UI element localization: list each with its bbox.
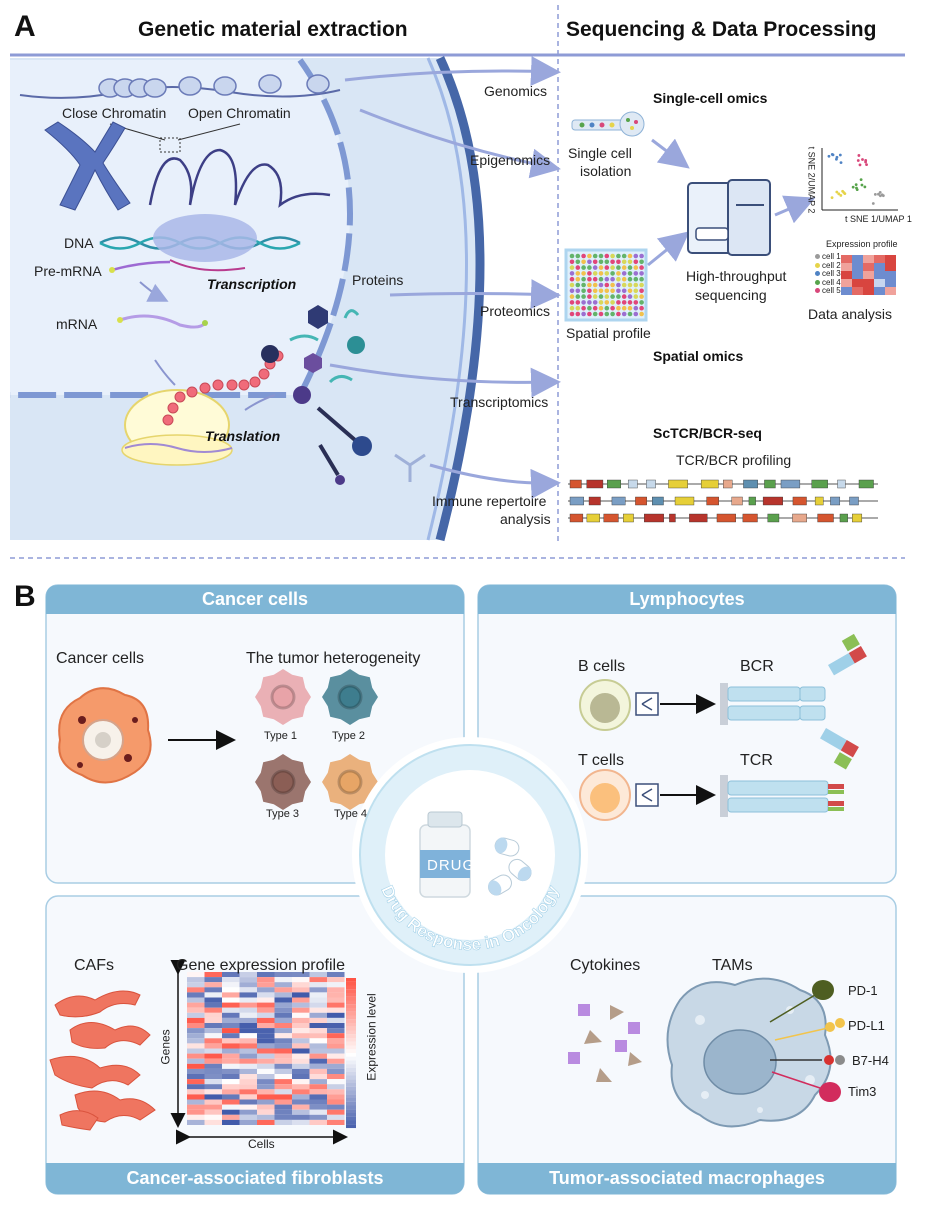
mrna-label: mRNA [56,316,98,332]
cell-legend-item: cell 4 [815,278,841,287]
marker-label: B7-H4 [852,1053,889,1068]
marker-label: PD-L1 [848,1018,885,1033]
b-cells-label: B cells [578,658,626,675]
rna-polymerase [153,214,257,262]
nuclear-envelope [10,58,353,398]
quad-tam-box [477,895,897,1195]
nucleosomes [98,74,330,98]
chromosome [44,121,131,211]
spatial-profile-label: Spatial profile [566,325,651,341]
drug-label: DRUG [427,857,476,874]
quad-tam-title: Tumor-associated macrophages [549,1168,825,1188]
tumor-type-label: Type 3 [266,808,300,820]
cafs-label: CAFs [74,957,114,974]
tsne-x-label: t SNE 1/UMAP 1 [845,214,912,224]
cell-legend-item: cell 2 [815,261,841,270]
panel-b-letter: B [14,580,36,613]
tsne-plot [821,148,898,211]
transcriptomics-label: Transcriptomics [450,394,549,410]
drug-center-graphic: Drug Response in Oncology [352,737,588,973]
caf-graphic [49,990,156,1131]
immune-analysis-label: analysis [500,511,551,527]
sequencer-graphic [687,179,771,256]
spatial-dots [569,253,644,317]
tumor-type-label: Type 2 [332,730,366,742]
b-cell-graphic [579,633,867,770]
spatial-omics-label: Spatial omics [653,348,744,364]
tam-graphic [666,977,845,1128]
expression-colorbar [346,978,356,1129]
immune-repertoire-label: Immune repertoire [432,493,547,509]
t-cell-graphic [579,769,844,821]
translation-label: Translation [205,428,281,444]
htseq-line2: sequencing [695,287,767,303]
gep-label: Gene expression profile [176,957,345,974]
left-header: Genetic material extraction [138,18,408,41]
ring-text: Drug Response in Oncology [377,882,563,954]
t-cells-label: T cells [578,752,624,769]
cell-legend-item: cell 5 [815,286,841,295]
data-analysis-label: Data analysis [808,306,893,322]
heterogeneity-label: The tumor heterogeneity [246,650,421,667]
sctcr-label: ScTCR/BCR-seq [653,425,762,441]
marker-label: PD-1 [848,983,878,998]
protein-shapes [261,305,426,485]
cell-membrane [435,56,485,542]
tumor-type-label: Type 1 [264,730,298,742]
quad-cancer-box [45,584,465,884]
open-chromatin-label: Open Chromatin [188,105,291,121]
expression-profile-label: Expression profile [826,239,898,249]
single-cell-isolation-graphic [571,111,645,137]
marker-label: Tim3 [848,1084,877,1099]
omics-arrows [329,56,561,499]
panel-a-letter: A [14,10,36,43]
quad-lymph-box [477,584,897,884]
cytokines-graphic [568,1004,642,1082]
tcr-bcr-tracks [568,479,878,523]
pre-mrna-label: Pre-mRNA [34,263,102,279]
cancer-cells-label: Cancer cells [56,650,145,667]
genomics-label: Genomics [484,83,548,99]
proteins-label: Proteins [352,272,404,288]
expression-heatmap-mini [841,255,896,295]
single-cell-line1: Single cell [568,145,632,161]
gene-expression-heatmap [187,972,345,1125]
close-chromatin-label: Close Chromatin [62,105,167,121]
single-cell-omics-label: Single-cell omics [653,90,768,106]
tams-label: TAMs [712,957,753,974]
quad-caf-title: Cancer-associated fibroblasts [126,1168,384,1188]
quad-cancer-title: Cancer cells [201,589,309,609]
cell-legend-item: cell 1 [815,252,841,261]
panel-a-graphics [10,5,905,559]
proteomics-label: Proteomics [480,303,551,319]
right-header: Sequencing & Data Processing [566,18,877,41]
expression-level-label: Expression level [364,993,379,1081]
cell-legend-item: cell 3 [815,269,841,278]
cells-axis-label: Cells [248,1137,275,1151]
tcr-label: TCR [740,752,773,769]
genes-axis-label: Genes [158,1029,173,1065]
tsne-y-label: t SNE 2/UMAP 2 [806,146,817,214]
transcription-label: Transcription [207,276,297,292]
epigenomics-label: Epigenomics [470,152,551,168]
bcr-label: BCR [740,658,774,675]
tumor-type-label: Type 4 [334,808,368,820]
peptide-chain [162,350,284,426]
svg-text:Drug Response in Oncology: Drug Response in Oncology [377,882,562,954]
cancer-cell-graphic [58,687,152,784]
quad-lymph-title: Lymphocytes [629,589,745,609]
cytokines-label: Cytokines [570,957,641,974]
tcr-profiling-label: TCR/BCR profiling [676,452,792,468]
htseq-line1: High-throughput [686,268,787,284]
single-cell-line2: isolation [580,163,632,179]
dna-label: DNA [64,235,94,251]
